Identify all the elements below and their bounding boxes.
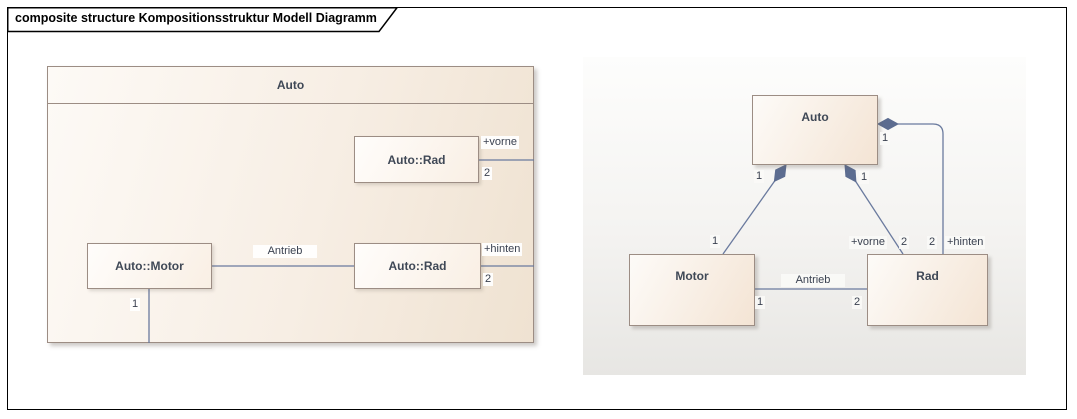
part-label-motor: Auto::Motor: [115, 259, 184, 273]
composition-auto-motor[interactable]: [722, 164, 787, 255]
multiplicity-antrieb-motor: 1: [755, 296, 766, 309]
association-label-antrieb: Antrieb: [781, 274, 845, 287]
role-label-hinten: +hinten: [482, 243, 523, 256]
class-box-auto[interactable]: Auto: [752, 95, 878, 165]
class-label-motor: Motor: [675, 269, 709, 283]
composition-auto-rad-vorne[interactable]: [844, 164, 904, 255]
class-box-rad[interactable]: Rad: [867, 254, 988, 326]
multiplicity-auto-hinten-whole: 1: [880, 132, 891, 145]
composition-diamond-motor: [773, 164, 787, 183]
frame-tab: [7, 7, 399, 33]
role-label-vorne-class: +vorne: [849, 236, 887, 249]
part-label-rad-front: Auto::Rad: [387, 152, 446, 167]
composite-frame-auto[interactable]: Auto Auto::Rad Auto::Motor Auto::Rad +vo…: [47, 66, 534, 343]
role-label-hinten-class: +hinten: [945, 236, 986, 249]
multiplicity-motor-part: 1: [710, 235, 721, 248]
class-label-auto: Auto: [801, 110, 829, 124]
part-box-rad-front[interactable]: Auto::Rad: [354, 136, 479, 183]
composition-diamond-rad-hinten: [876, 117, 900, 131]
frame-tab-title: composite structure Kompositionsstruktur…: [15, 11, 377, 25]
part-box-motor[interactable]: Auto::Motor: [87, 243, 212, 289]
class-label-rad: Rad: [916, 269, 939, 283]
multiplicity-vorne: 2: [482, 167, 493, 180]
multiplicity-auto-motor-whole: 1: [754, 170, 765, 183]
multiplicity-auto-vorne-whole: 1: [859, 171, 870, 184]
multiplicity-hinten-class: 2: [927, 236, 938, 249]
multiplicity-vorne-class: 2: [899, 236, 910, 249]
class-view-panel: Auto Motor Rad 1 1 1 1 +vorne 2 2 +hinte…: [583, 57, 1026, 375]
frame-tab-shape: [7, 7, 399, 33]
part-label-rad-rear: Auto::Rad: [388, 259, 447, 273]
class-connector-layer: [722, 117, 944, 290]
composition-diamond-rad-vorne: [844, 164, 857, 183]
composite-frame-title: Auto: [48, 67, 533, 104]
class-box-motor[interactable]: Motor: [629, 254, 755, 326]
part-box-rad-rear[interactable]: Auto::Rad: [354, 243, 481, 289]
multiplicity-antrieb-rad: 2: [852, 296, 863, 309]
composite-connector-layer: [148, 159, 534, 343]
role-label-vorne: +vorne: [481, 136, 519, 149]
connector-label-antrieb: Antrieb: [253, 245, 317, 258]
multiplicity-motor: 1: [130, 298, 141, 311]
diagram-frame-border: [7, 7, 1067, 410]
multiplicity-hinten: 2: [483, 273, 494, 286]
composition-auto-rad-hinten[interactable]: [876, 117, 944, 255]
